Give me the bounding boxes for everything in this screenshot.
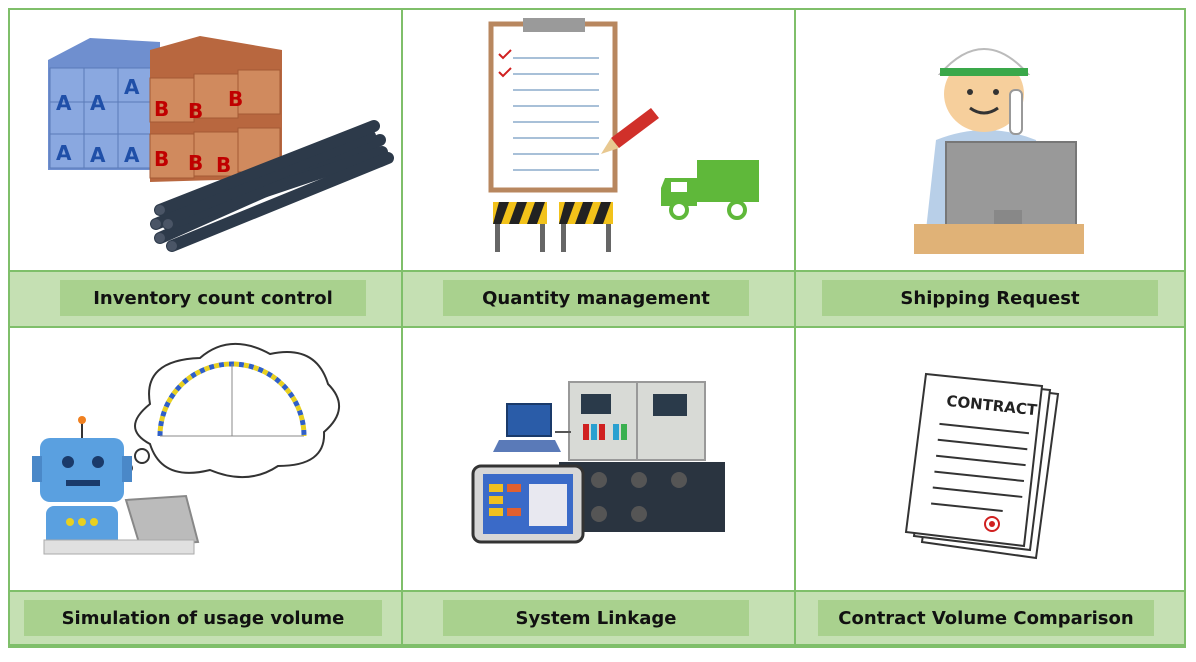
seal-stamp-icon (984, 516, 1000, 532)
card-shipping-request: Shipping Request (796, 10, 1184, 328)
box-b-letter: B (188, 99, 203, 123)
simulation-illustration (10, 328, 401, 590)
card-contract-volume-comparison: CONTRACT Contract Volume Comparison (796, 328, 1184, 646)
contract-illustration: CONTRACT (796, 328, 1184, 590)
box-a-letter: A (90, 143, 106, 167)
phone-icon (1009, 89, 1023, 135)
card-label: Quantity management (443, 280, 749, 316)
box-b-letter: B (228, 87, 243, 111)
box-b-letter: B (154, 97, 169, 121)
box-a-letter: A (56, 141, 72, 165)
robot-icon (32, 416, 132, 550)
shipping-illustration (796, 10, 1184, 270)
truck-icon (661, 160, 759, 220)
contract-document-icon: CONTRACT (904, 372, 1060, 560)
inventory-illustration: A A A A A A B B B B B (10, 10, 401, 270)
card-inventory-count-control: A A A A A A B B B B B (10, 10, 403, 328)
box-a-letter: A (90, 91, 106, 115)
card-label: System Linkage (443, 600, 749, 636)
pencil-icon (601, 108, 659, 154)
card-label: Simulation of usage volume (24, 600, 382, 636)
check-mark-icon (498, 49, 512, 78)
card-label: Shipping Request (822, 280, 1158, 316)
laptop-icon (43, 494, 200, 555)
tablet-icon (471, 464, 585, 544)
card-system-linkage: System Linkage (403, 328, 796, 646)
box-a-letter: A (124, 143, 140, 167)
robot-thinking-icon (32, 342, 340, 555)
box-a-letter: A (56, 91, 72, 115)
laptop-icon (493, 403, 561, 452)
box-a-letter: A (124, 75, 140, 99)
system-linkage-illustration (403, 328, 794, 590)
box-b-letter: B (188, 151, 203, 175)
thought-bubble (134, 342, 340, 479)
feature-grid: A A A A A A B B B B B (8, 8, 1186, 648)
quantity-illustration (403, 10, 794, 270)
box-b-letter: B (216, 153, 231, 177)
worker-on-phone-icon (914, 48, 1084, 254)
clipboard-truck-icon (488, 18, 759, 252)
control-panel-icon (559, 381, 725, 532)
card-simulation-of-usage-volume: Simulation of usage volume (10, 328, 403, 646)
laptop-tablet-control-panel-icon (471, 381, 725, 544)
card-label: Inventory count control (60, 280, 366, 316)
box-b-letter: B (154, 147, 169, 171)
road-barrier-icon (493, 202, 613, 252)
stacked-boxes-and-pipes-icon: A A A A A A B B B B B (48, 36, 394, 252)
card-quantity-management: Quantity management (403, 10, 796, 328)
card-label: Contract Volume Comparison (818, 600, 1154, 636)
